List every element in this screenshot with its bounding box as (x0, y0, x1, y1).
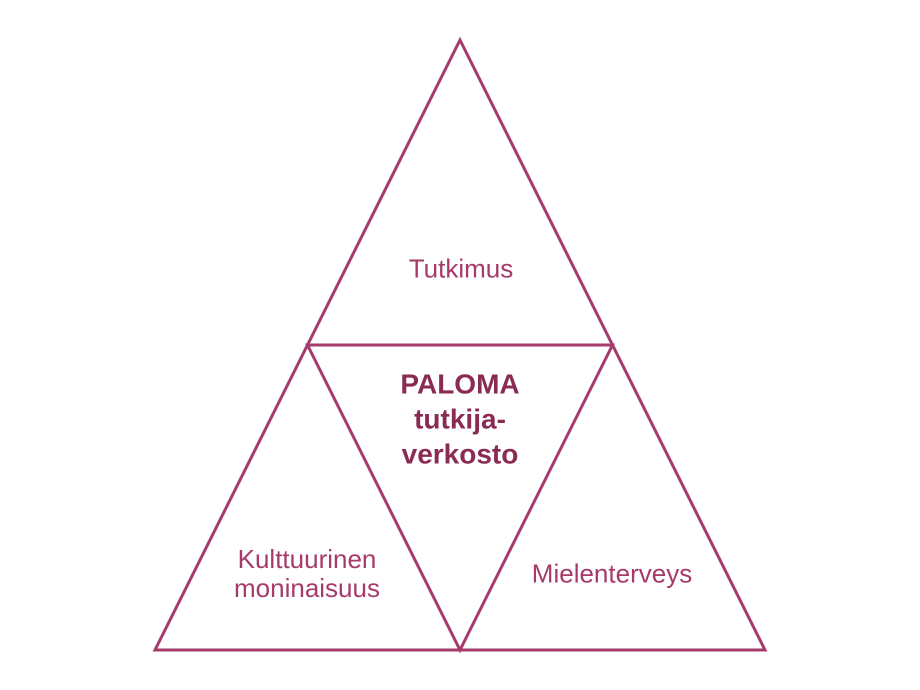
center-title-line-1: PALOMA (400, 368, 520, 400)
center-title-line-2: tutkija- (414, 403, 506, 435)
center-title-paloma-tutkijaverkosto: PALOMA tutkija- verkosto (400, 367, 519, 472)
inner-triangle-outline (305, 343, 615, 654)
section-label-kulttuurinen-line-2: moninaisuus (234, 573, 380, 603)
section-label-kulttuurinen-moninaisuus: Kulttuurinen moninaisuus (234, 545, 380, 603)
center-title-line-3: verkosto (401, 438, 519, 470)
section-label-tutkimus: Tutkimus (408, 253, 514, 284)
section-label-mielenterveys: Mielenterveys (531, 558, 693, 589)
section-label-kulttuurinen-line-1: Kulttuurinen (237, 544, 377, 574)
